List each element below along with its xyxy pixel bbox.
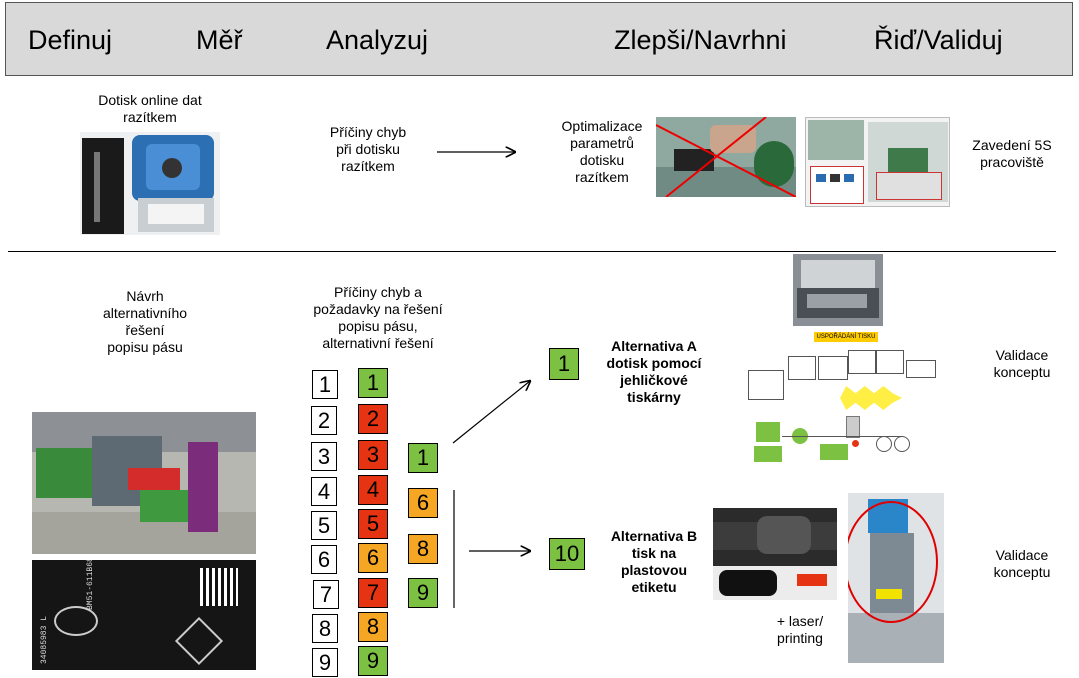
cause-box: 4 <box>311 477 337 506</box>
phase-define: Definuj <box>28 25 113 55</box>
production-line-photo <box>32 412 256 554</box>
alt-b-number-box: 10 <box>549 538 585 570</box>
needle-printer-photo <box>793 254 883 326</box>
requirement-box: 1 <box>358 368 388 398</box>
section-separator <box>8 251 1056 252</box>
belt-label-number: 34085983 L <box>40 615 49 664</box>
requirement-box: 7 <box>358 578 388 608</box>
phase-control: Řiď/Validuj <box>874 25 1003 55</box>
requirement-box: 9 <box>358 646 388 676</box>
solution-box: 8 <box>408 534 438 564</box>
cause-box: 1 <box>312 370 338 399</box>
print-layout-diagram: USPOŘÁDÁNÍ TISKU <box>748 330 938 465</box>
cause-box: 2 <box>311 406 337 435</box>
flow-diagram-title: USPOŘÁDÁNÍ TISKU <box>814 332 878 342</box>
cause-box: 6 <box>311 545 337 574</box>
cause-box: 7 <box>313 580 339 609</box>
workplace-5s-photo <box>805 117 950 207</box>
solution-box: 1 <box>408 443 438 473</box>
requirement-box: 8 <box>358 612 388 642</box>
cause-box: 8 <box>312 614 338 643</box>
plastic-label-photo <box>713 508 837 600</box>
stamp-optimization-photo <box>656 117 796 197</box>
stamp-photo <box>80 132 220 235</box>
requirement-box: 4 <box>358 475 388 505</box>
requirement-box: 2 <box>358 404 388 434</box>
requirement-box: 6 <box>358 543 388 573</box>
solution-box: 9 <box>408 578 438 608</box>
phase-header: Definuj Měř Analyzuj Zlepši/Navrhni Řiď/… <box>5 2 1073 76</box>
requirement-box: 3 <box>358 440 388 470</box>
belt-label-code: BM51-611B68-AE3A6 <box>86 560 95 610</box>
requirement-box: 5 <box>358 509 388 539</box>
belt-label-photo: BM51-611B68-AE3A6 34085983 L <box>32 560 256 670</box>
solution-box: 6 <box>408 488 438 518</box>
phase-measure: Měř <box>196 25 243 55</box>
laser-printing-text: + laser/printing <box>776 613 824 646</box>
cause-box: 3 <box>311 442 337 471</box>
cause-box: 5 <box>311 511 337 540</box>
arrow-to-alt-a <box>452 381 530 444</box>
phase-improve: Zlepši/Navrhni <box>614 25 787 55</box>
alt-a-number-box: 1 <box>549 348 579 380</box>
laser-printer-photo <box>848 493 944 663</box>
phase-analyze: Analyzuj <box>326 25 429 55</box>
cause-box: 9 <box>312 648 338 677</box>
